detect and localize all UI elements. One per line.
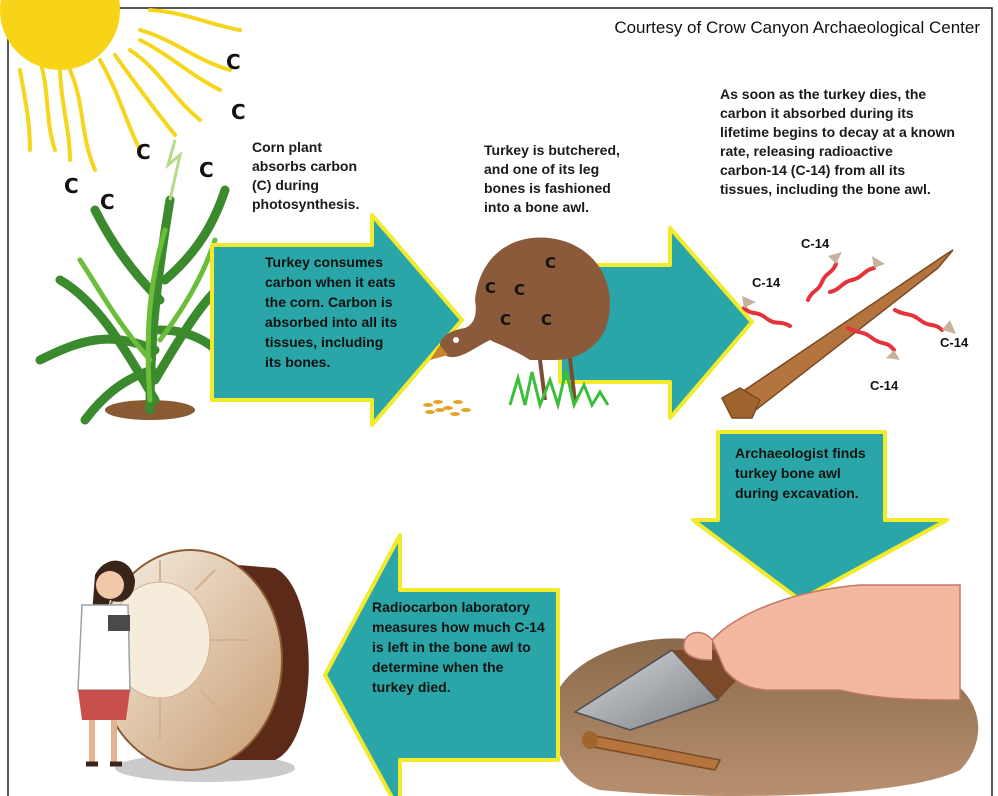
carbon-symbol: C <box>226 50 241 74</box>
step-corn-absorbs-carbon: Corn plant absorbs carbon (C) during pho… <box>252 138 402 214</box>
step-radiocarbon-lab: Radiocarbon laboratory measures how much… <box>372 597 552 697</box>
carbon-symbol: C <box>100 190 115 214</box>
carbon-symbol: C <box>545 254 556 272</box>
carbon-symbol: C <box>485 279 496 297</box>
radiocarbon-lab-icon <box>78 550 309 782</box>
carbon-symbol: C <box>64 174 79 198</box>
carbon-symbol: C <box>199 158 214 182</box>
carbon-symbol: C <box>231 100 246 124</box>
step-turkey-consumes-carbon: Turkey consumes carbon when it eats the … <box>265 252 445 372</box>
sun-icon <box>0 0 240 170</box>
c14-emission-arrows <box>742 252 956 360</box>
step-turkey-butchered: Turkey is butchered, and one of its leg … <box>484 141 654 217</box>
c14-label: C-14 <box>870 378 898 393</box>
carbon-symbol: C <box>541 311 552 329</box>
carbon-symbol: C <box>514 281 525 299</box>
credit-line: Courtesy of Crow Canyon Archaeological C… <box>614 18 980 38</box>
carbon-symbol: C <box>500 311 511 329</box>
c14-label: C-14 <box>752 275 780 290</box>
c14-label: C-14 <box>801 236 829 251</box>
carbon-symbol: C <box>136 140 151 164</box>
step-carbon-decay: As soon as the turkey dies, the carbon i… <box>720 85 980 199</box>
c14-label: C-14 <box>940 335 968 350</box>
step-archaeologist-finds-awl: Archaeologist finds turkey bone awl duri… <box>735 443 895 503</box>
excavation-scene-icon <box>552 585 978 796</box>
